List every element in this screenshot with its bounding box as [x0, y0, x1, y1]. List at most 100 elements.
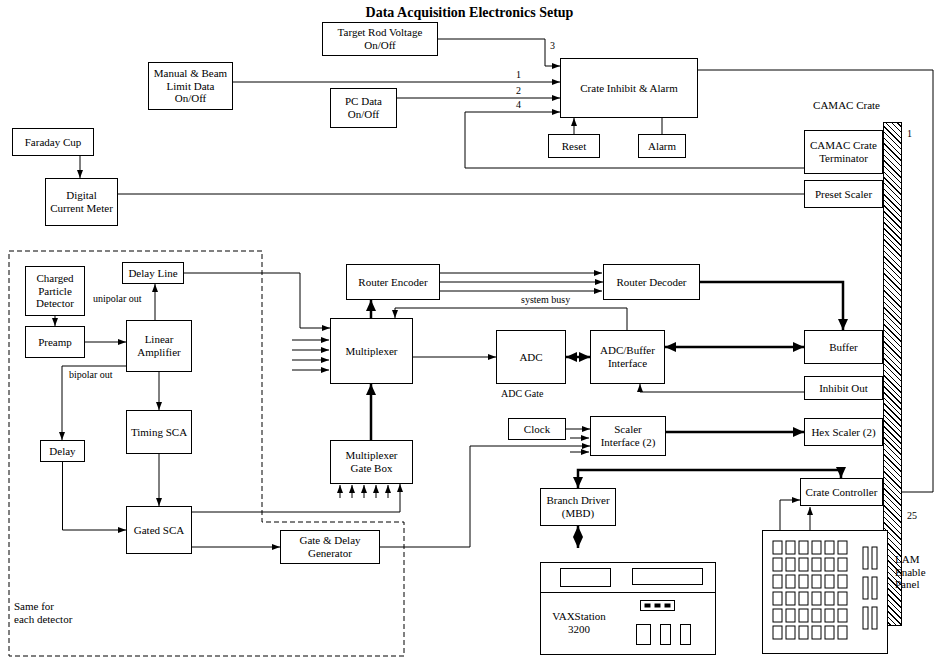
signal-line [80, 156, 81, 178]
node-label: Multiplexer Gate Box [331, 447, 412, 476]
node-label: Gate & Delay Generator [281, 532, 379, 561]
module-box: Charged Particle Detector [25, 266, 85, 316]
module-box: Crate Inhibit & Alarm [560, 58, 698, 118]
signal-line [233, 82, 560, 83]
node-label: Faraday Cup [22, 134, 85, 151]
data-bus [666, 431, 804, 434]
module-box: Hex Scaler (2) [804, 418, 883, 446]
signal-line [192, 484, 400, 512]
node-label: CAMAC Crate [792, 99, 880, 112]
data-bus [577, 526, 580, 548]
node-label: Router Decoder [614, 274, 690, 291]
signal-line [395, 308, 627, 330]
module-box: Delay Line [122, 262, 184, 284]
lam-enable-panel: LAM Enable Panel [762, 530, 888, 654]
node-label: Crate Controller [803, 484, 881, 501]
signal-line [184, 273, 330, 328]
signal-line [85, 342, 126, 343]
signal-line [413, 357, 496, 358]
module-box: Gated SCA [126, 506, 192, 554]
signal-line [55, 316, 56, 326]
node-label: Target Rod Voltage On/Off [323, 24, 437, 53]
node-label: Scaler Interface (2) [591, 421, 665, 450]
signal-line [155, 284, 156, 320]
module-box: Gate & Delay Generator [280, 530, 380, 564]
node-label: LAM Enable Panel [895, 553, 935, 591]
signal-line [159, 372, 160, 410]
module-box: Buffer [804, 330, 883, 364]
data-bus [370, 384, 373, 440]
module-box: Router Decoder [603, 264, 700, 300]
node-label: ADC [516, 349, 545, 366]
module-box: Clock [508, 418, 566, 440]
node-label: ADC/Buffer Interface [591, 342, 664, 371]
module-box: Branch Driver (MBD) [540, 488, 616, 526]
module-box: ADC/Buffer Interface [590, 330, 665, 384]
signal-name: ADC Gate [500, 388, 545, 400]
signal-line [118, 194, 804, 195]
node-label: Multiplexer [343, 343, 401, 360]
node-label: Inhibit Out [816, 380, 871, 397]
node-label: Same for each detector [14, 600, 74, 625]
signal-line [397, 98, 560, 99]
computer-workstation: VAXStation 3200 [540, 548, 716, 656]
edge-label: system busy [520, 294, 571, 306]
node-label: Digital Current Meter [46, 187, 117, 216]
module-box: Multiplexer Gate Box [330, 440, 413, 484]
signal-line [640, 384, 804, 392]
edge-label: 4 [515, 99, 522, 111]
module-box: Linear Amplifier [126, 320, 192, 372]
module-box: Alarm [638, 134, 686, 158]
module-box: Inhibit Out [804, 376, 883, 400]
signal-line [465, 112, 804, 168]
node-label: Clock [521, 421, 553, 438]
node-label: Charged Particle Detector [26, 270, 84, 312]
module-box: Router Encoder [346, 264, 440, 300]
node-label: Manual & Beam Limit Data On/Off [149, 65, 232, 107]
signal-name: unipolar out [92, 293, 143, 305]
node-label: Preset Scaler [812, 186, 875, 203]
node-label: Alarm [645, 138, 679, 155]
node-label: CAMAC Crate Terminator [805, 137, 882, 166]
node-label: PC Data On/Off [331, 93, 396, 122]
node-label: Delay [46, 443, 78, 460]
signal-name: bipolar out [68, 369, 114, 381]
extra-inputs [292, 273, 810, 530]
module-box: PC Data On/Off [330, 88, 397, 128]
node-label: Timing SCA [128, 424, 190, 441]
module-box: Crate Controller [800, 478, 883, 506]
module-box: Preset Scaler [804, 180, 883, 208]
signal-line [438, 39, 560, 66]
signal-line [780, 500, 800, 530]
module-box: Digital Current Meter [45, 178, 118, 226]
node-label: Hex Scaler (2) [808, 424, 878, 441]
signal-line [63, 462, 127, 530]
signal-line [62, 366, 126, 440]
node-label: Branch Driver (MBD) [541, 492, 615, 521]
node-label: Delay Line [125, 265, 180, 282]
module-box: Preamp [25, 326, 85, 358]
signal-line [662, 118, 663, 134]
node-label: Preamp [35, 334, 75, 351]
signal-line [159, 454, 160, 506]
module-box: Delay [40, 440, 85, 462]
module-box: Faraday Cup [12, 128, 94, 156]
node-label: Crate Inhibit & Alarm [577, 80, 680, 97]
data-bus [700, 282, 843, 330]
module-box: ADC [496, 330, 566, 384]
slot-number: 1 [906, 128, 913, 140]
module-box: Target Rod Voltage On/Off [322, 22, 438, 55]
shape-outline [540, 548, 716, 656]
edge-label: 3 [549, 40, 556, 52]
module-box: CAMAC Crate Terminator [804, 130, 883, 174]
edge-label: 2 [515, 85, 522, 97]
edge-label: 1 [515, 69, 522, 81]
slot-number: 25 [906, 510, 918, 522]
signal-line [566, 429, 590, 430]
module-box: Scaler Interface (2) [590, 416, 666, 456]
signal-line [440, 282, 603, 283]
data-bus [665, 346, 804, 349]
data-bus [566, 356, 590, 359]
signal-line [192, 547, 280, 548]
node-label: Buffer [826, 339, 861, 356]
